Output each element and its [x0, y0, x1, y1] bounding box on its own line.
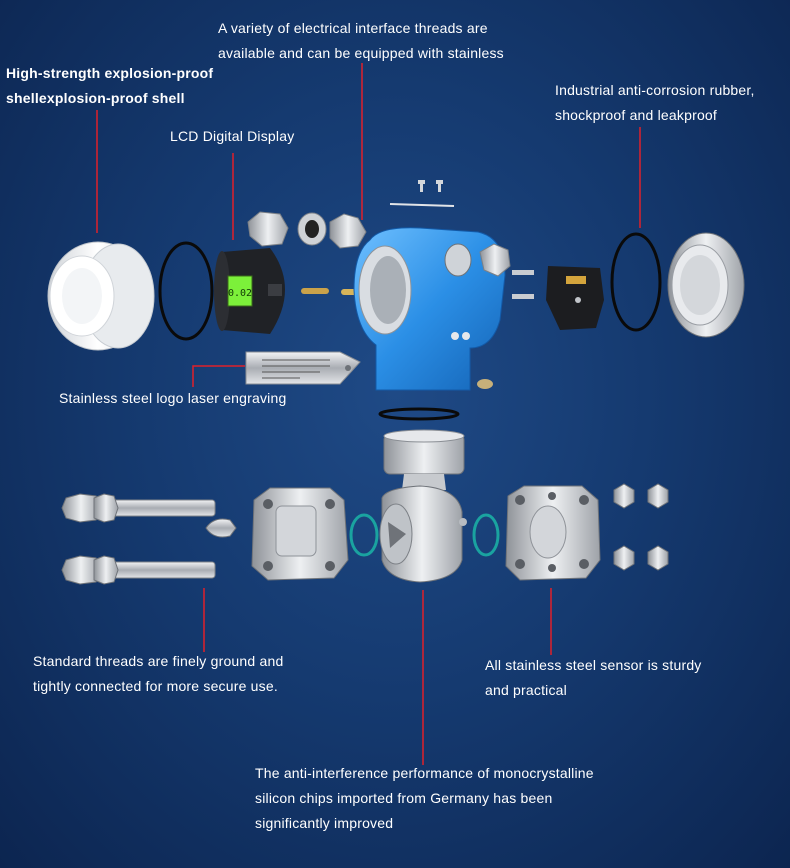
caption-lcd-display: LCD Digital Display	[170, 128, 295, 144]
o-ring-green-left	[349, 513, 379, 557]
blue-housing	[353, 227, 511, 391]
o-ring-left	[158, 241, 214, 341]
o-ring-right	[610, 232, 662, 332]
top-screws	[389, 180, 455, 207]
vent-plug	[205, 518, 237, 538]
nuts	[613, 483, 669, 571]
terminal-pins	[512, 270, 534, 299]
right-flange	[505, 485, 601, 581]
white-explosion-proof-cap	[47, 241, 155, 351]
o-ring-flat	[378, 407, 460, 421]
caption-silicon-chips: The anti-interference performance of mon…	[255, 765, 594, 831]
left-flange	[251, 487, 349, 581]
terminal-block	[546, 266, 604, 330]
logo-plate	[245, 351, 361, 385]
sensor-body	[379, 429, 467, 583]
caption-stainless-sensor: All stainless steel sensor is sturdy and…	[485, 657, 702, 698]
long-bolts	[61, 493, 216, 585]
lcd-module: 0.02	[214, 248, 285, 334]
leader-lines	[96, 63, 641, 765]
caption-standard-threads: Standard threads are finely ground and t…	[33, 653, 284, 694]
small-plug	[477, 379, 493, 389]
o-ring-green-right	[472, 513, 500, 557]
caption-explosion-proof-shell: High-strength explosion-proof shellexplo…	[6, 65, 214, 106]
caption-anti-corrosion-rubber: Industrial anti-corrosion rubber, shockp…	[555, 82, 755, 123]
steel-cover-right	[667, 232, 745, 338]
caption-electrical-threads: A variety of electrical interface thread…	[218, 20, 504, 61]
caption-logo-laser-engraving: Stainless steel logo laser engraving	[59, 390, 287, 406]
lcd-reading: 0.02	[228, 288, 252, 299]
cable-gland-parts	[247, 211, 367, 249]
